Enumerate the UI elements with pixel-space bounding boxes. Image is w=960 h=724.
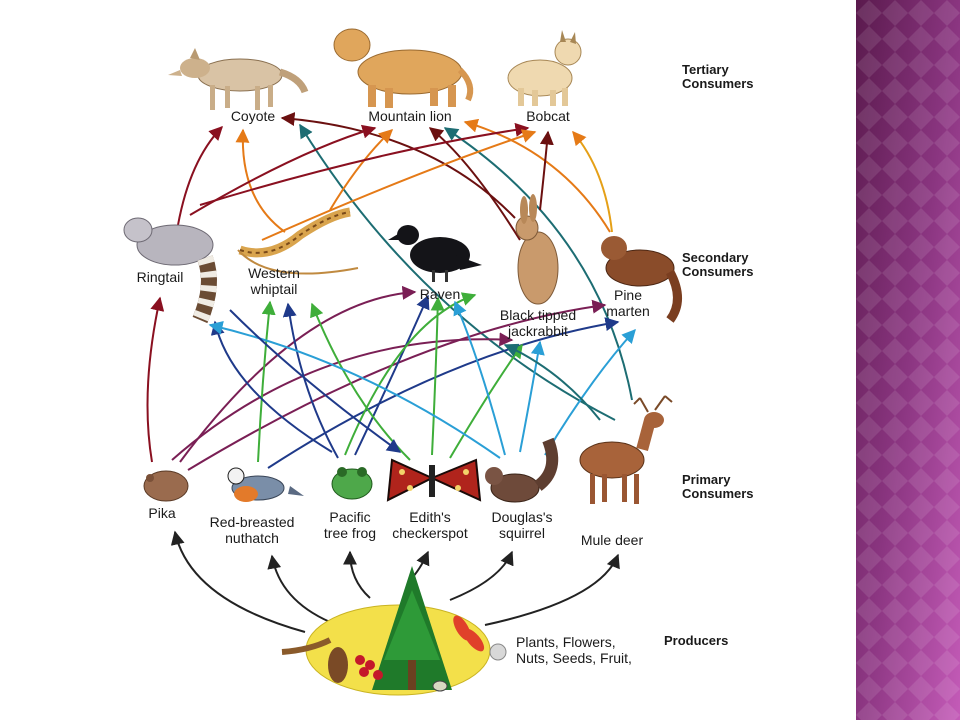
label-coyote: Coyote	[231, 108, 276, 124]
label-pika: Pika	[148, 505, 175, 521]
flower-icon	[453, 615, 485, 652]
arrow-deer-to-jackrabbit	[503, 343, 601, 421]
arrow-producers-to-frog	[343, 550, 371, 599]
mule-deer-picture	[579, 395, 673, 504]
ringtail-picture	[123, 217, 217, 324]
berries-icon	[355, 655, 383, 680]
arrow-ringtail-to-lion	[189, 124, 377, 216]
arrow-frog-to-raven	[354, 294, 430, 456]
arrow-frog-to-jackrabbit	[344, 292, 477, 456]
arrow-butterfly-to-jackrabbit	[449, 343, 523, 459]
bobcat-picture	[507, 30, 582, 106]
arrow-jackrabbit-to-coyote	[280, 112, 516, 219]
label-raven: Raven	[420, 286, 460, 302]
arrow-pika-to-jackrabbit	[171, 332, 514, 461]
label-mule-deer: Mule deer	[581, 532, 644, 548]
pine-marten-picture	[601, 236, 682, 323]
arrow-marten-to-bobcat	[572, 130, 613, 233]
arrow-producers-to-squirrel	[449, 550, 514, 601]
decorative-side-panel	[856, 0, 960, 720]
arrow-squirrel-to-jackrabbit	[519, 340, 545, 453]
beetle-icon	[432, 680, 448, 692]
label-producers-description: Plants, Flowers,Nuts, Seeds, Fruit,	[516, 634, 632, 666]
nuthatch-picture	[227, 467, 304, 502]
arrow-pika-to-ringtail	[146, 296, 165, 463]
mountain-lion-picture	[333, 28, 474, 108]
arrow-deer-to-coyote	[299, 123, 616, 421]
labels: Coyote Mountain lion Bobcat Ringtail Wes…	[137, 62, 754, 666]
thistle-icon	[489, 643, 507, 661]
arrow-squirrel-to-raven	[453, 300, 506, 456]
arrow-marten-to-lion	[463, 118, 611, 233]
pika-picture	[143, 470, 189, 502]
coyote-picture	[168, 48, 309, 110]
arrow-squirrel-to-marten	[544, 328, 636, 456]
arrow-squirrel-to-ringtail	[208, 321, 501, 459]
jackrabbit-picture	[515, 194, 559, 305]
producers-picture	[281, 566, 507, 696]
food-web-svg: Coyote Mountain lion Bobcat Ringtail Wes…	[123, 28, 754, 696]
arrow-frog-to-whiptail	[282, 302, 339, 459]
arrow-pika-to-marten	[187, 299, 607, 471]
arrow-deer-to-lion	[443, 127, 633, 401]
label-bobcat: Bobcat	[526, 108, 570, 124]
arrow-producers-to-nuthatch	[267, 554, 331, 623]
level-producers: Producers	[664, 633, 728, 648]
douglas-squirrel-picture	[485, 437, 559, 503]
western-whiptail-picture	[237, 207, 359, 275]
arrow-producers-to-deer	[484, 553, 620, 626]
label-mountain-lion: Mountain lion	[368, 108, 451, 124]
label-ringtail: Ringtail	[137, 269, 184, 285]
arrow-producers-to-pika	[170, 530, 306, 633]
arrow-pika-to-raven	[179, 285, 417, 463]
arrow-nuthatch-to-marten	[267, 317, 620, 469]
pinecone-icon	[328, 647, 348, 683]
arrow-nuthatch-to-whiptail	[257, 300, 276, 463]
arrow-ringtail-to-bobcat	[199, 122, 530, 206]
arrow-jackrabbit-to-bobcat	[539, 130, 554, 211]
arrows	[146, 112, 636, 633]
arrow-whiptail-to-lizard-link	[229, 309, 402, 453]
arrow-whiptail-to-lion	[329, 129, 394, 211]
arrow-jackrabbit-to-lion	[428, 127, 521, 241]
arrow-frog-to-ringtail	[210, 320, 333, 453]
arrow-butterfly-to-raven	[430, 296, 445, 456]
checkerspot-picture	[386, 458, 482, 502]
raven-picture	[388, 225, 482, 282]
arrow-ringtail-to-coyote	[177, 125, 223, 226]
arrow-whiptail-to-bobcat	[261, 129, 537, 241]
tree-frog-picture	[331, 467, 373, 500]
